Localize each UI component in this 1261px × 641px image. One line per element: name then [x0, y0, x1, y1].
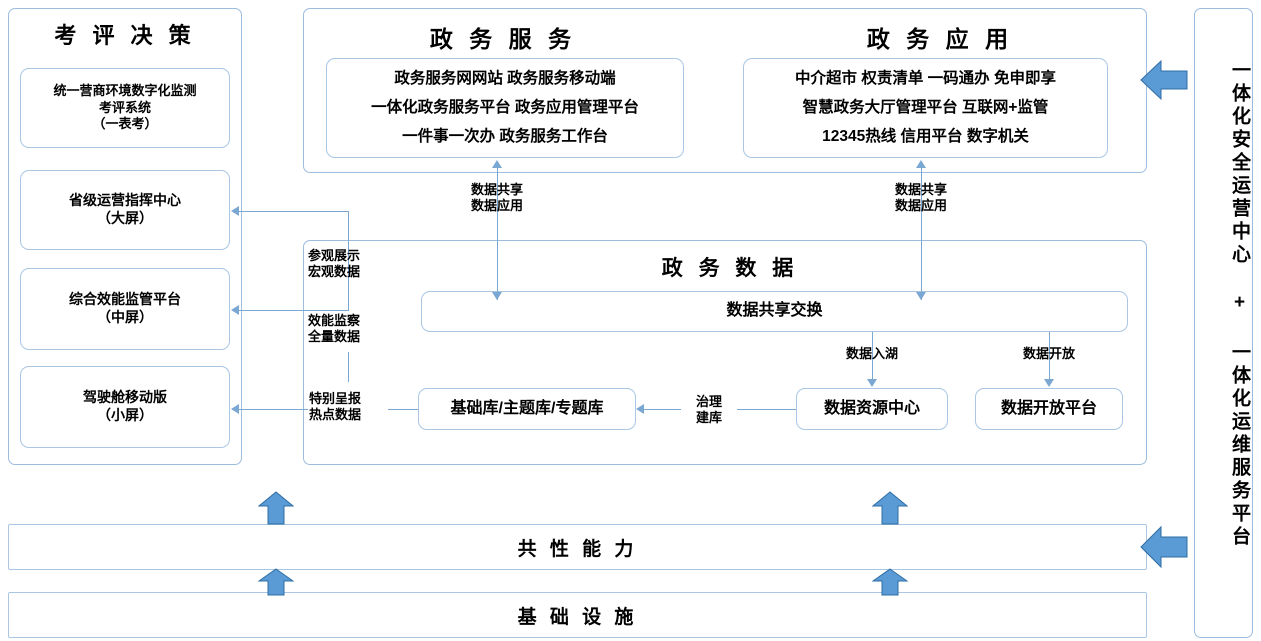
data-open-platform-box[interactable]: 数据开放平台	[975, 388, 1123, 430]
left-item-0-line3: （一表考）	[92, 116, 158, 132]
label-share-apply-right-line2: 数据应用	[894, 198, 947, 214]
connector-line-visit-display-horiz	[239, 211, 349, 212]
up-arrow-infra-to-common-right	[872, 568, 908, 596]
service-line-1: 一体化政务服务平台 政务应用管理平台	[371, 99, 639, 117]
label-share-apply-left: 数据共享 数据应用	[437, 182, 557, 215]
service-line-2: 一件事一次办 政务服务工作台	[402, 128, 608, 146]
library-box[interactable]: 基础库/主题库/专题库	[418, 388, 636, 430]
data-resource-center-box[interactable]: 数据资源中心	[796, 388, 948, 430]
left-item-3-line2: （小屏）	[97, 407, 153, 423]
data-exchange-box[interactable]: 数据共享交换	[421, 291, 1128, 332]
label-govern-build-line1: 治理	[695, 394, 722, 409]
arrow-up-application	[916, 160, 926, 168]
arrow-down-data-right	[916, 292, 926, 300]
left-item-2-line2: （中屏）	[97, 309, 153, 325]
service-list-box[interactable]: 政务服务网网站 政务服务移动端 一体化政务服务平台 政务应用管理平台 一件事一次…	[326, 58, 684, 158]
label-efficiency-watch-line1: 效能监察	[308, 313, 361, 328]
left-item-2[interactable]: 综合效能监管平台 （中屏）	[20, 268, 230, 350]
arrow-left-visit-display	[231, 206, 239, 216]
arrow-down-data-lake	[867, 379, 877, 387]
label-special-report-line2: 热点数据	[309, 407, 362, 423]
left-item-0-line2: 考评系统	[98, 99, 151, 115]
arrow-up-service	[492, 160, 502, 168]
label-efficiency-watch: 效能监察 全量数据	[308, 313, 388, 346]
left-item-3[interactable]: 驾驶舱移动版 （小屏）	[20, 366, 230, 448]
arrow-down-data-open	[1044, 379, 1054, 387]
up-arrow-common-to-layers-right	[872, 491, 908, 525]
arrow-left-efficiency-watch	[231, 305, 239, 315]
data-exchange-label: 数据共享交换	[726, 302, 823, 320]
data-resource-center-label: 数据资源中心	[823, 399, 920, 417]
label-share-apply-left-line2: 数据应用	[470, 198, 523, 214]
service-title: 政 务 服 务	[429, 26, 577, 52]
left-item-1[interactable]: 省级运营指挥中心 （大屏）	[20, 170, 230, 250]
label-share-apply-right: 数据共享 数据应用	[861, 182, 981, 215]
connector-line-service-data	[497, 168, 498, 300]
left-panel-title: 考 评 决 策	[54, 23, 196, 48]
arrow-left-library	[636, 404, 644, 414]
label-data-lake: 数据入湖	[845, 346, 898, 361]
arrow-left-special-report	[231, 404, 239, 414]
left-item-3-line1: 驾驶舱移动版	[83, 389, 167, 406]
left-item-0-line1: 统一营商环境数字化监测	[53, 83, 197, 99]
label-special-report: 特别呈报 热点数据	[308, 391, 388, 424]
connector-line-visit-display-vert	[348, 211, 349, 310]
connector-line-data-open	[1049, 332, 1050, 380]
connector-line-mid-vert	[348, 352, 349, 382]
data-panel-title: 政 务 数 据	[661, 257, 799, 280]
common-capability-bar[interactable]: 共 性 能 力	[8, 524, 1147, 570]
left-arrow-bottom-into-right-panel	[1140, 524, 1188, 570]
left-item-1-line2: （大屏）	[97, 210, 153, 226]
label-visit-display-line2: 宏观数据	[308, 264, 361, 280]
data-open-platform-label: 数据开放平台	[1000, 399, 1097, 417]
right-panel-security-ops	[1194, 8, 1253, 638]
up-arrow-common-to-layers-left	[258, 491, 294, 525]
label-data-open: 数据开放	[1022, 346, 1075, 361]
connector-line-efficiency-watch-horiz	[239, 310, 349, 311]
application-title: 政 务 应 用	[866, 26, 1014, 52]
library-label: 基础库/主题库/专题库	[450, 399, 604, 417]
application-list-box[interactable]: 中介超市 权责清单 一码通办 免申即享 智慧政务大厅管理平台 互联网+监管 12…	[743, 58, 1108, 158]
label-share-apply-right-line1: 数据共享	[894, 182, 947, 197]
up-arrow-infra-to-common-left	[258, 568, 294, 596]
left-arrow-top-into-right-panel	[1140, 58, 1188, 102]
arrow-down-data-left	[492, 292, 502, 300]
label-share-apply-left-line1: 数据共享	[470, 182, 523, 197]
service-line-0: 政务服务网网站 政务服务移动端	[394, 69, 616, 87]
application-line-0: 中介超市 权责清单 一码通办 免申即享	[795, 69, 1056, 87]
left-item-0[interactable]: 统一营商环境数字化监测 考评系统 （一表考）	[20, 68, 230, 148]
label-govern-build-line2: 建库	[695, 410, 722, 426]
left-item-1-line1: 省级运营指挥中心	[69, 192, 181, 209]
label-visit-display-line1: 参观展示	[308, 248, 361, 263]
right-panel-label: 一体化安全运营中心 + 一体化运维服务平台	[1229, 60, 1250, 549]
label-special-report-line1: 特别呈报	[309, 391, 362, 406]
left-item-2-line1: 综合效能监管平台	[69, 291, 181, 308]
application-line-2: 12345热线 信用平台 数字机关	[822, 128, 1029, 146]
label-visit-display: 参观展示 宏观数据	[308, 248, 388, 281]
label-govern-build: 治理 建库	[681, 394, 737, 427]
label-efficiency-watch-line2: 全量数据	[308, 329, 361, 345]
common-capability-label: 共 性 能 力	[517, 538, 638, 560]
infrastructure-label: 基 础 设 施	[517, 606, 638, 628]
application-line-1: 智慧政务大厅管理平台 互联网+监管	[802, 99, 1049, 117]
connector-line-application-data	[921, 168, 922, 300]
connector-line-data-lake	[872, 332, 873, 380]
infrastructure-bar[interactable]: 基 础 设 施	[8, 592, 1147, 638]
